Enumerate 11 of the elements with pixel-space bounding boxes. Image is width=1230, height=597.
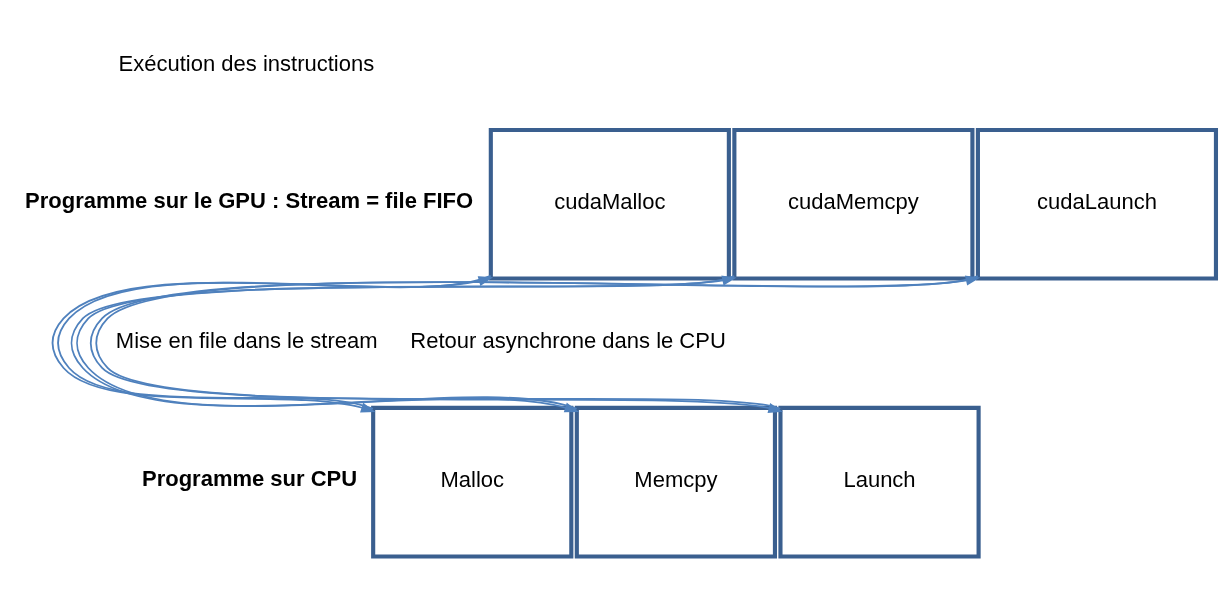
node-box: cudaLaunch xyxy=(975,127,1219,281)
label: Mise en file dans le stream xyxy=(115,328,378,354)
node-box: cudaMemcpy xyxy=(732,127,975,281)
label: Programme sur le GPU : Stream = file FIFO xyxy=(25,188,474,214)
label: Programme sur CPU xyxy=(142,466,358,492)
node-box: cudaMalloc xyxy=(488,127,731,281)
node-box: Launch xyxy=(778,405,981,559)
label: Exécution des instructions xyxy=(118,50,375,76)
node-box: Malloc xyxy=(371,405,574,559)
label: Retour asynchrone dans le CPU xyxy=(410,328,726,354)
node-box: Memcpy xyxy=(574,405,778,559)
